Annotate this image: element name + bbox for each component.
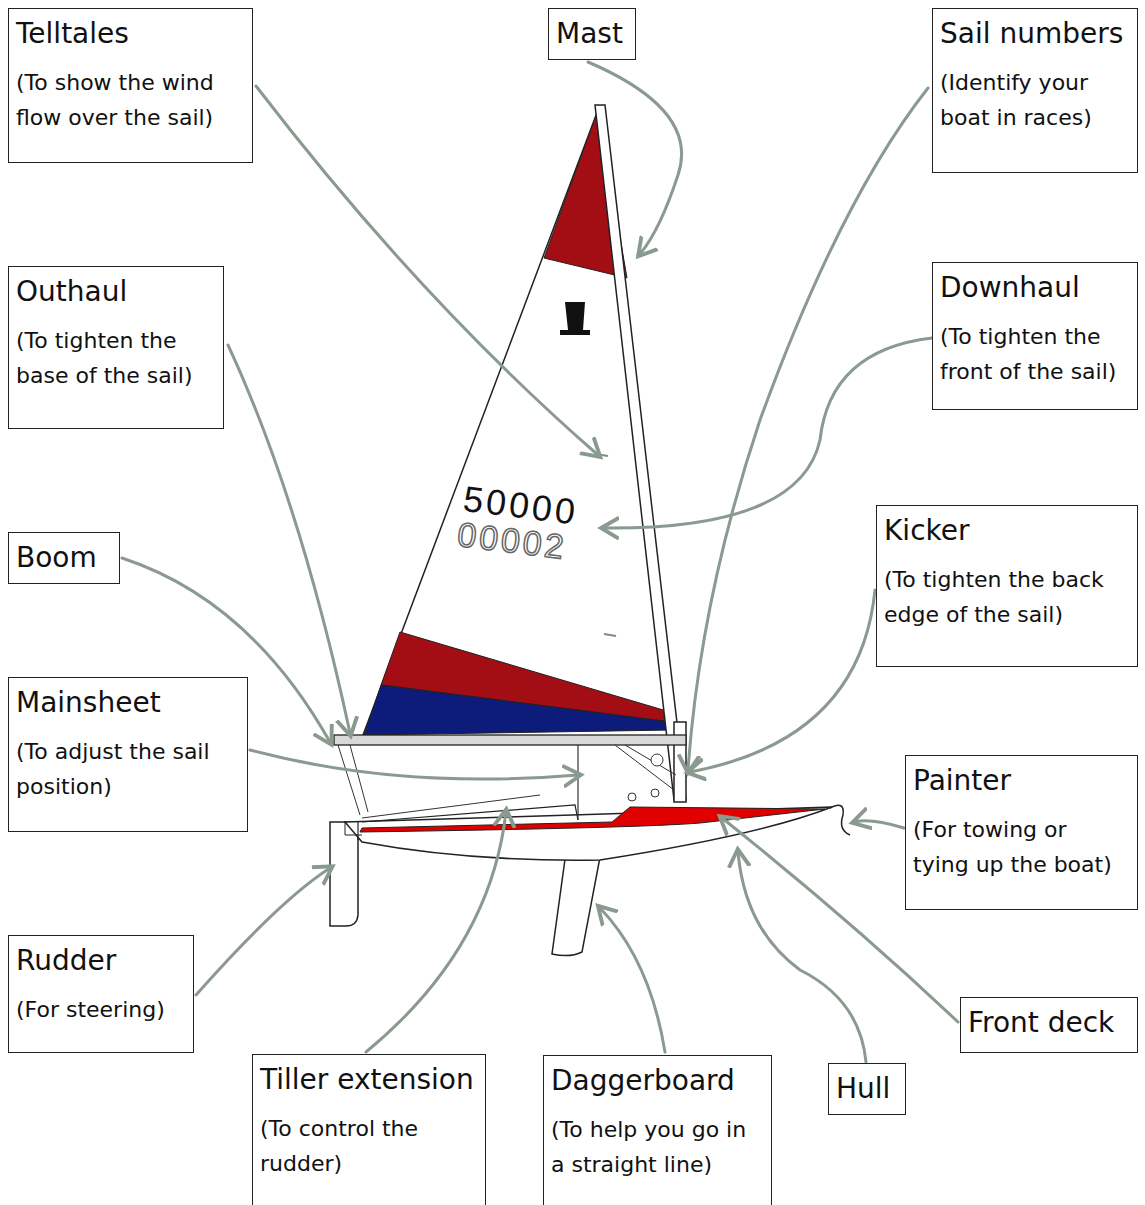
front-deck-box: Front deck: [960, 997, 1138, 1053]
part-name: Telltales: [16, 17, 129, 51]
class-logo: [560, 302, 590, 335]
part-name: Kicker: [884, 514, 970, 548]
part-description: (For steering): [16, 992, 185, 1027]
painter-box: Painter (For towing or tying up the boat): [905, 755, 1138, 910]
part-name: Sail numbers: [940, 17, 1123, 51]
mast-box: Mast: [548, 8, 636, 60]
daggerboard: [552, 852, 601, 956]
part-description: (To tighten the base of the sail): [16, 323, 215, 393]
tiller-extension: [362, 795, 540, 818]
hull-box: Hull: [828, 1063, 906, 1115]
front-deck: [360, 807, 825, 832]
leader-lines: [122, 62, 958, 1062]
mast: [595, 105, 686, 800]
part-description: (To show the wind flow over the sail): [16, 65, 244, 135]
part-description: (For towing or tying up the boat): [913, 812, 1129, 882]
tiller-extension-box: Tiller extension (To control the rudder): [252, 1054, 486, 1205]
outhaul-box: Outhaul (To tighten the base of the sail): [8, 266, 224, 429]
sail: [363, 110, 672, 735]
part-name: Painter: [913, 764, 1011, 798]
kicker-box: Kicker (To tighten the back edge of the s…: [876, 505, 1138, 667]
rudder-box: Rudder (For steering): [8, 935, 194, 1053]
part-name: Downhaul: [940, 271, 1080, 305]
boom-box: Boom: [8, 532, 120, 584]
boom: [334, 735, 686, 745]
painter: [830, 805, 850, 835]
rudder: [330, 822, 358, 926]
sail-numbers-box: Sail numbers (Identify your boat in races…: [932, 8, 1138, 173]
hull: [345, 807, 832, 860]
part-name: Hull: [836, 1072, 890, 1106]
part-name: Mast: [556, 17, 623, 51]
part-name: Boom: [16, 541, 97, 575]
part-name: Rudder: [16, 944, 116, 978]
part-name: Outhaul: [16, 275, 127, 309]
part-description: (To control the rudder): [260, 1111, 477, 1181]
part-description: (To adjust the sail position): [16, 734, 239, 804]
part-name: Daggerboard: [551, 1064, 735, 1098]
part-description: (To tighten the front of the sail): [940, 319, 1129, 389]
mainsheet: [338, 745, 368, 815]
part-name: Front deck: [968, 1006, 1114, 1040]
downhaul-box: Downhaul (To tighten the front of the sai…: [932, 262, 1138, 410]
telltale: [604, 634, 616, 636]
part-name: Tiller extension: [260, 1063, 474, 1097]
part-description: (Identify your boat in races): [940, 65, 1129, 135]
kicker: [615, 745, 676, 790]
part-name: Mainsheet: [16, 686, 161, 720]
part-description: (To help you go in a straight line): [551, 1112, 763, 1182]
mainsheet-box: Mainsheet (To adjust the sail position): [8, 677, 248, 832]
telltales-box: Telltales (To show the wind flow over the…: [8, 8, 253, 163]
sail-band: [364, 685, 672, 735]
part-description: (To tighten the back edge of the sail): [884, 562, 1129, 632]
daggerboard-box: Daggerboard (To help you go in a straight…: [543, 1055, 772, 1205]
